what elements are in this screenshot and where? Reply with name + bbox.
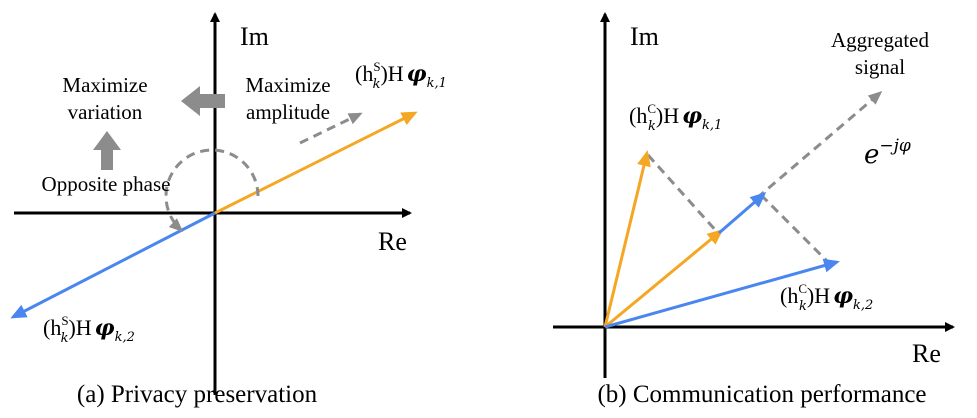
panel-a-opposite-phase-label: Opposite phase xyxy=(42,172,171,196)
panel-a-amplitude-arrow xyxy=(299,112,363,145)
panel-a-im-label: Im xyxy=(240,22,269,51)
panel-b-im-label: Im xyxy=(630,22,659,51)
panel-a-max-variation-line2: variation xyxy=(68,100,143,124)
panel-a-max-variation-line1: Maximize xyxy=(62,73,147,97)
panel-b-dashed-guide-2 xyxy=(759,193,830,264)
panel-a-caption: (a) Privacy preservation xyxy=(77,381,318,408)
panel-b-vector-projection-orange xyxy=(604,229,724,329)
panel-b-vector-blue-segment xyxy=(718,192,767,235)
panel-a-max-amplitude-line1: Maximize xyxy=(245,73,330,97)
panel-a-vector-1-orange xyxy=(214,111,418,215)
panel-b-vector-1-orange xyxy=(603,150,651,328)
panel-b-aggregated-line1: Aggregated xyxy=(831,28,929,52)
panel-b-re-label: Re xyxy=(912,339,941,368)
panel-b-caption: (b) Communication performance xyxy=(597,381,926,408)
panel-b-vector-2-blue xyxy=(604,258,840,329)
panel-a-max-amplitude-line2: amplitude xyxy=(246,100,330,124)
panel-b-aggregated-signal-arrow xyxy=(756,91,883,200)
panel-b-aggregated-line2: signal xyxy=(855,55,905,79)
panel-a-vector-2-blue xyxy=(10,211,216,319)
panel-b-dashed-guide-1 xyxy=(646,153,720,235)
panel-a-re-label: Re xyxy=(378,227,407,256)
panel-b-phase-shift-label: e−jφ xyxy=(864,136,911,170)
panel-a-phase-arc xyxy=(164,148,260,233)
panel-a-variation-up-arrow xyxy=(93,131,121,170)
panel-a-variation-left-arrow xyxy=(181,86,225,116)
panel-a: Im Re Maximize variation Maximize amplit… xyxy=(10,12,447,408)
